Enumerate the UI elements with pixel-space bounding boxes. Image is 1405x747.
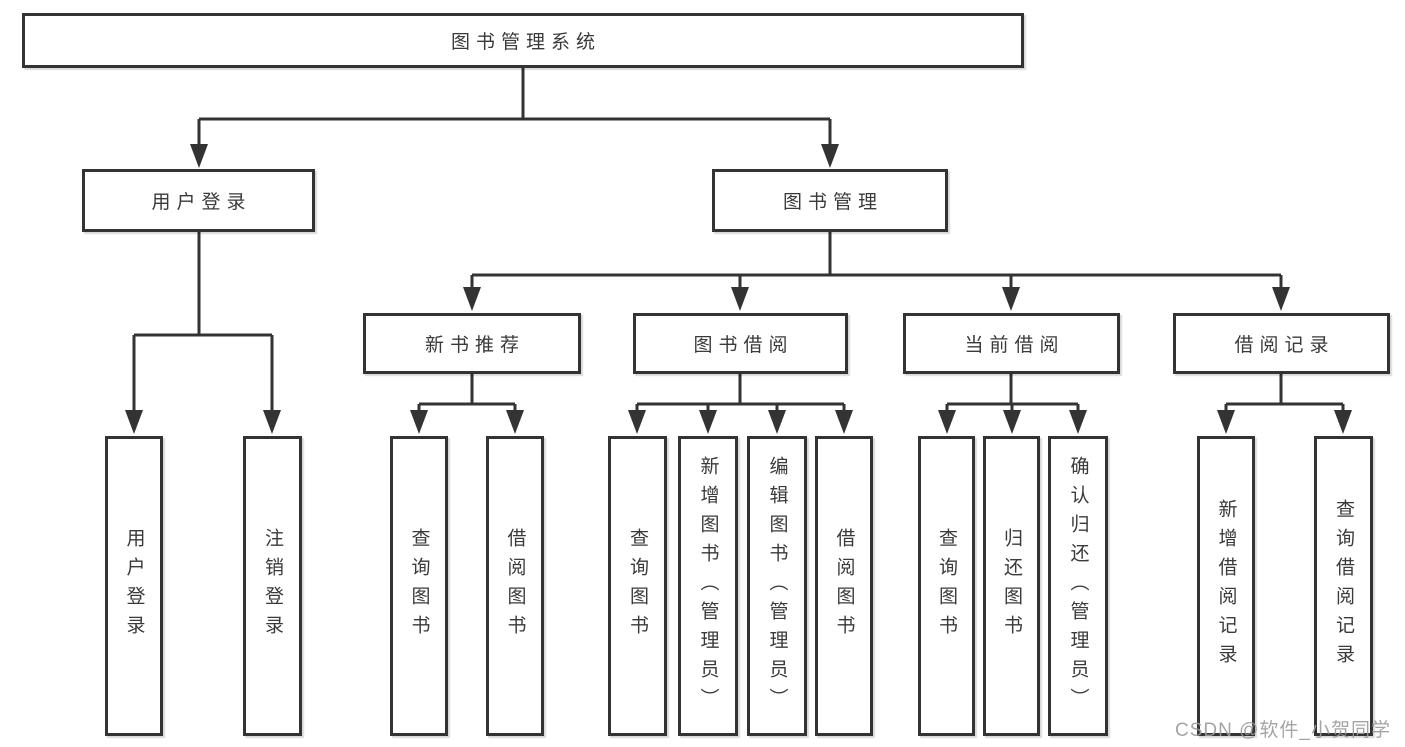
node-borrow-records: 借阅记录	[1173, 313, 1390, 374]
leaf-borrow-books-recommend: 借阅图书	[486, 436, 544, 736]
leaf-label: 新增图书（管理员）	[697, 455, 719, 717]
leaf-label: 用户登录	[123, 528, 145, 644]
leaf-user-login: 用户登录	[105, 436, 163, 736]
node-library-management-system: 图书管理系统	[22, 13, 1024, 68]
node-new-book-recommend: 新书推荐	[363, 313, 581, 374]
leaf-query-books-current: 查询图书	[918, 436, 975, 736]
node-book-borrowing: 图书借阅	[633, 313, 848, 374]
leaf-borrow-books: 借阅图书	[815, 436, 873, 736]
leaf-label: 查询借阅记录	[1333, 499, 1354, 673]
leaf-query-books-recommend: 查询图书	[390, 436, 448, 736]
leaf-confirm-return-admin: 确认归还（管理员）	[1048, 436, 1108, 736]
node-current-borrowing: 当前借阅	[903, 313, 1120, 374]
leaf-add-book-admin: 新增图书（管理员）	[678, 436, 738, 736]
leaf-label: 借阅图书	[833, 528, 855, 644]
node-label: 图书管理系统	[450, 32, 601, 53]
leaf-label: 新增借阅记录	[1215, 499, 1237, 673]
watermark: CSDN @软件_小贺同学	[1175, 720, 1391, 741]
node-book-management: 图书管理	[712, 169, 948, 232]
node-label: 借阅记录	[1234, 335, 1335, 356]
leaf-label: 归还图书	[1001, 528, 1022, 644]
node-label: 图书管理	[782, 192, 883, 213]
leaf-label: 注销登录	[262, 528, 283, 644]
leaf-logout: 注销登录	[243, 436, 302, 736]
leaf-label: 借阅图书	[504, 528, 526, 644]
node-label: 当前借阅	[964, 335, 1065, 356]
leaf-query-borrow-record: 查询借阅记录	[1314, 436, 1373, 736]
leaf-return-books: 归还图书	[983, 436, 1040, 736]
leaf-query-books-borrowing: 查询图书	[608, 436, 667, 736]
node-label: 用户登录	[151, 192, 252, 213]
leaf-edit-book-admin: 编辑图书（管理员）	[747, 436, 807, 736]
node-label: 新书推荐	[424, 335, 525, 356]
leaf-label: 查询图书	[627, 528, 648, 644]
node-user-login-group: 用户登录	[82, 169, 315, 232]
node-label: 图书借阅	[693, 335, 794, 356]
leaf-label: 查询图书	[936, 528, 957, 644]
leaf-add-borrow-record: 新增借阅记录	[1197, 436, 1255, 736]
leaf-label: 查询图书	[408, 528, 430, 644]
leaf-label: 编辑图书（管理员）	[766, 455, 788, 717]
leaf-label: 确认归还（管理员）	[1067, 455, 1089, 717]
